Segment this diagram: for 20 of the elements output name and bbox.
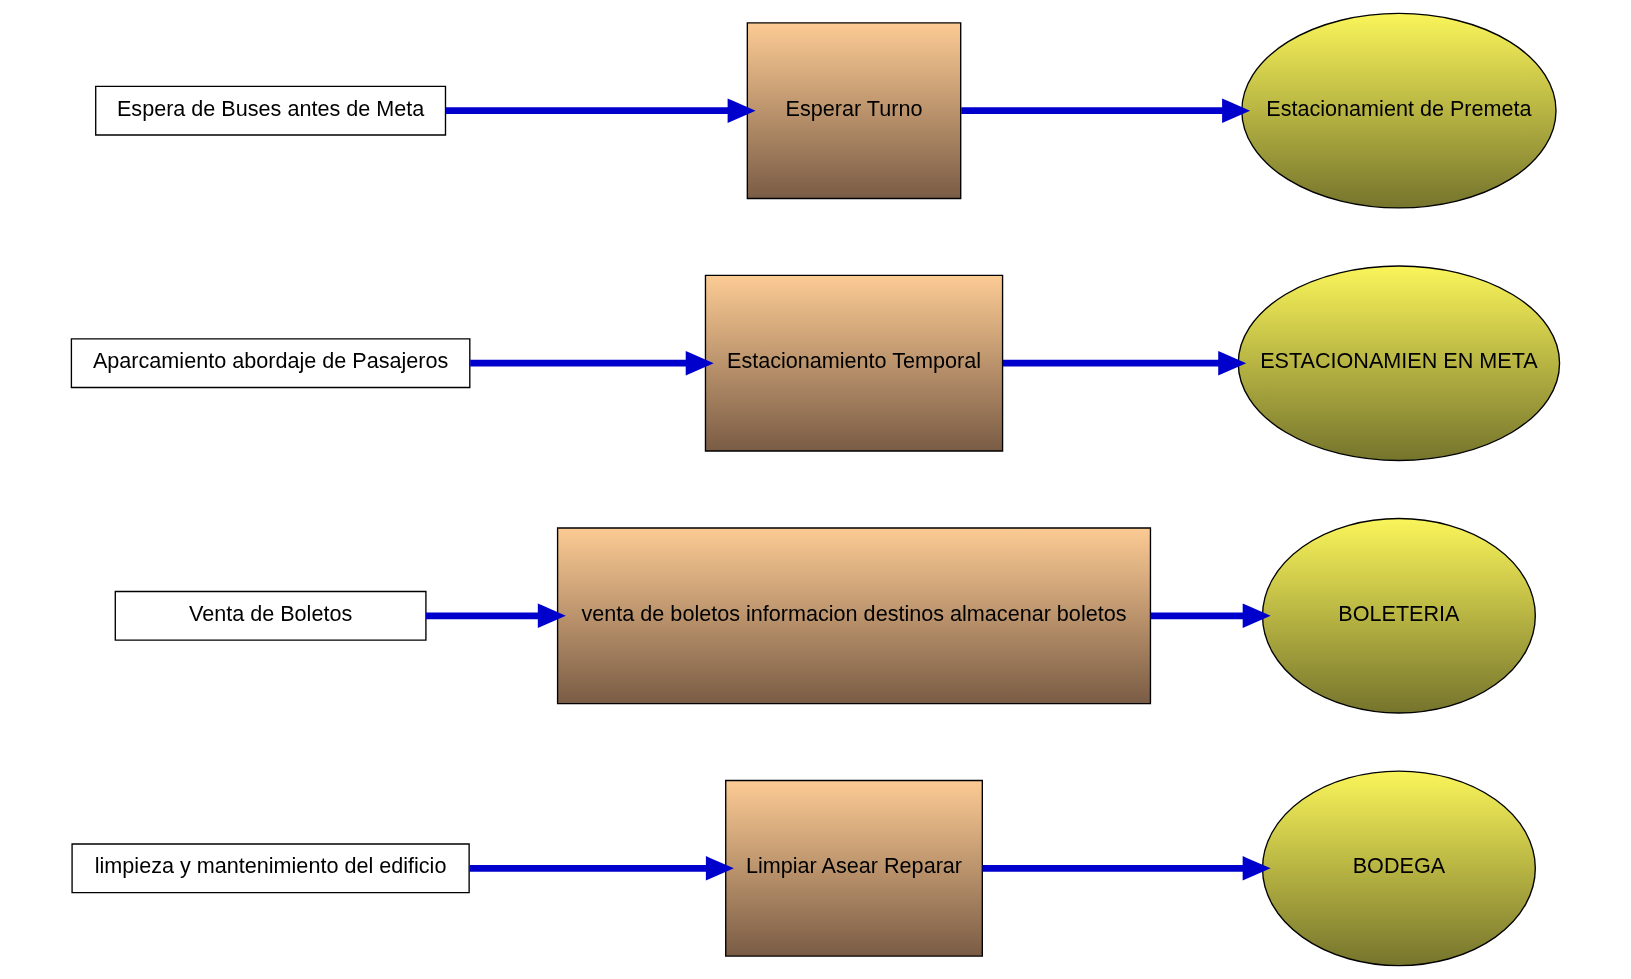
arrow [982, 856, 1271, 881]
node-box: venta de boletos informacion destinos almacenar boletos [556, 527, 1152, 705]
node-box: Venta de Boletos [114, 590, 427, 641]
node-box: limpieza y mantenimiento del edificio [71, 843, 470, 894]
node-box: Aparcamiento abordaje de Pasajeros [70, 338, 471, 389]
node-ellipse: BOLETERIA [1261, 517, 1536, 714]
node-ellipse: BODEGA [1261, 770, 1536, 967]
node-ellipse: Estacionamient de Premeta [1241, 12, 1557, 209]
arrow [1150, 603, 1271, 628]
arrow [426, 603, 566, 628]
arrow [469, 856, 734, 881]
node-ellipse: ESTACIONAMIEN EN META [1237, 265, 1561, 462]
node-box: Limpiar Asear Reparar [725, 779, 983, 957]
arrow [961, 98, 1251, 123]
node-box: Espera de Buses antes de Meta [95, 85, 447, 136]
node-box: Esperar Turno [746, 22, 962, 200]
arrow [445, 98, 756, 123]
arrow [1002, 351, 1247, 376]
node-box: Estacionamiento Temporal [704, 274, 1004, 452]
arrow [470, 350, 714, 376]
